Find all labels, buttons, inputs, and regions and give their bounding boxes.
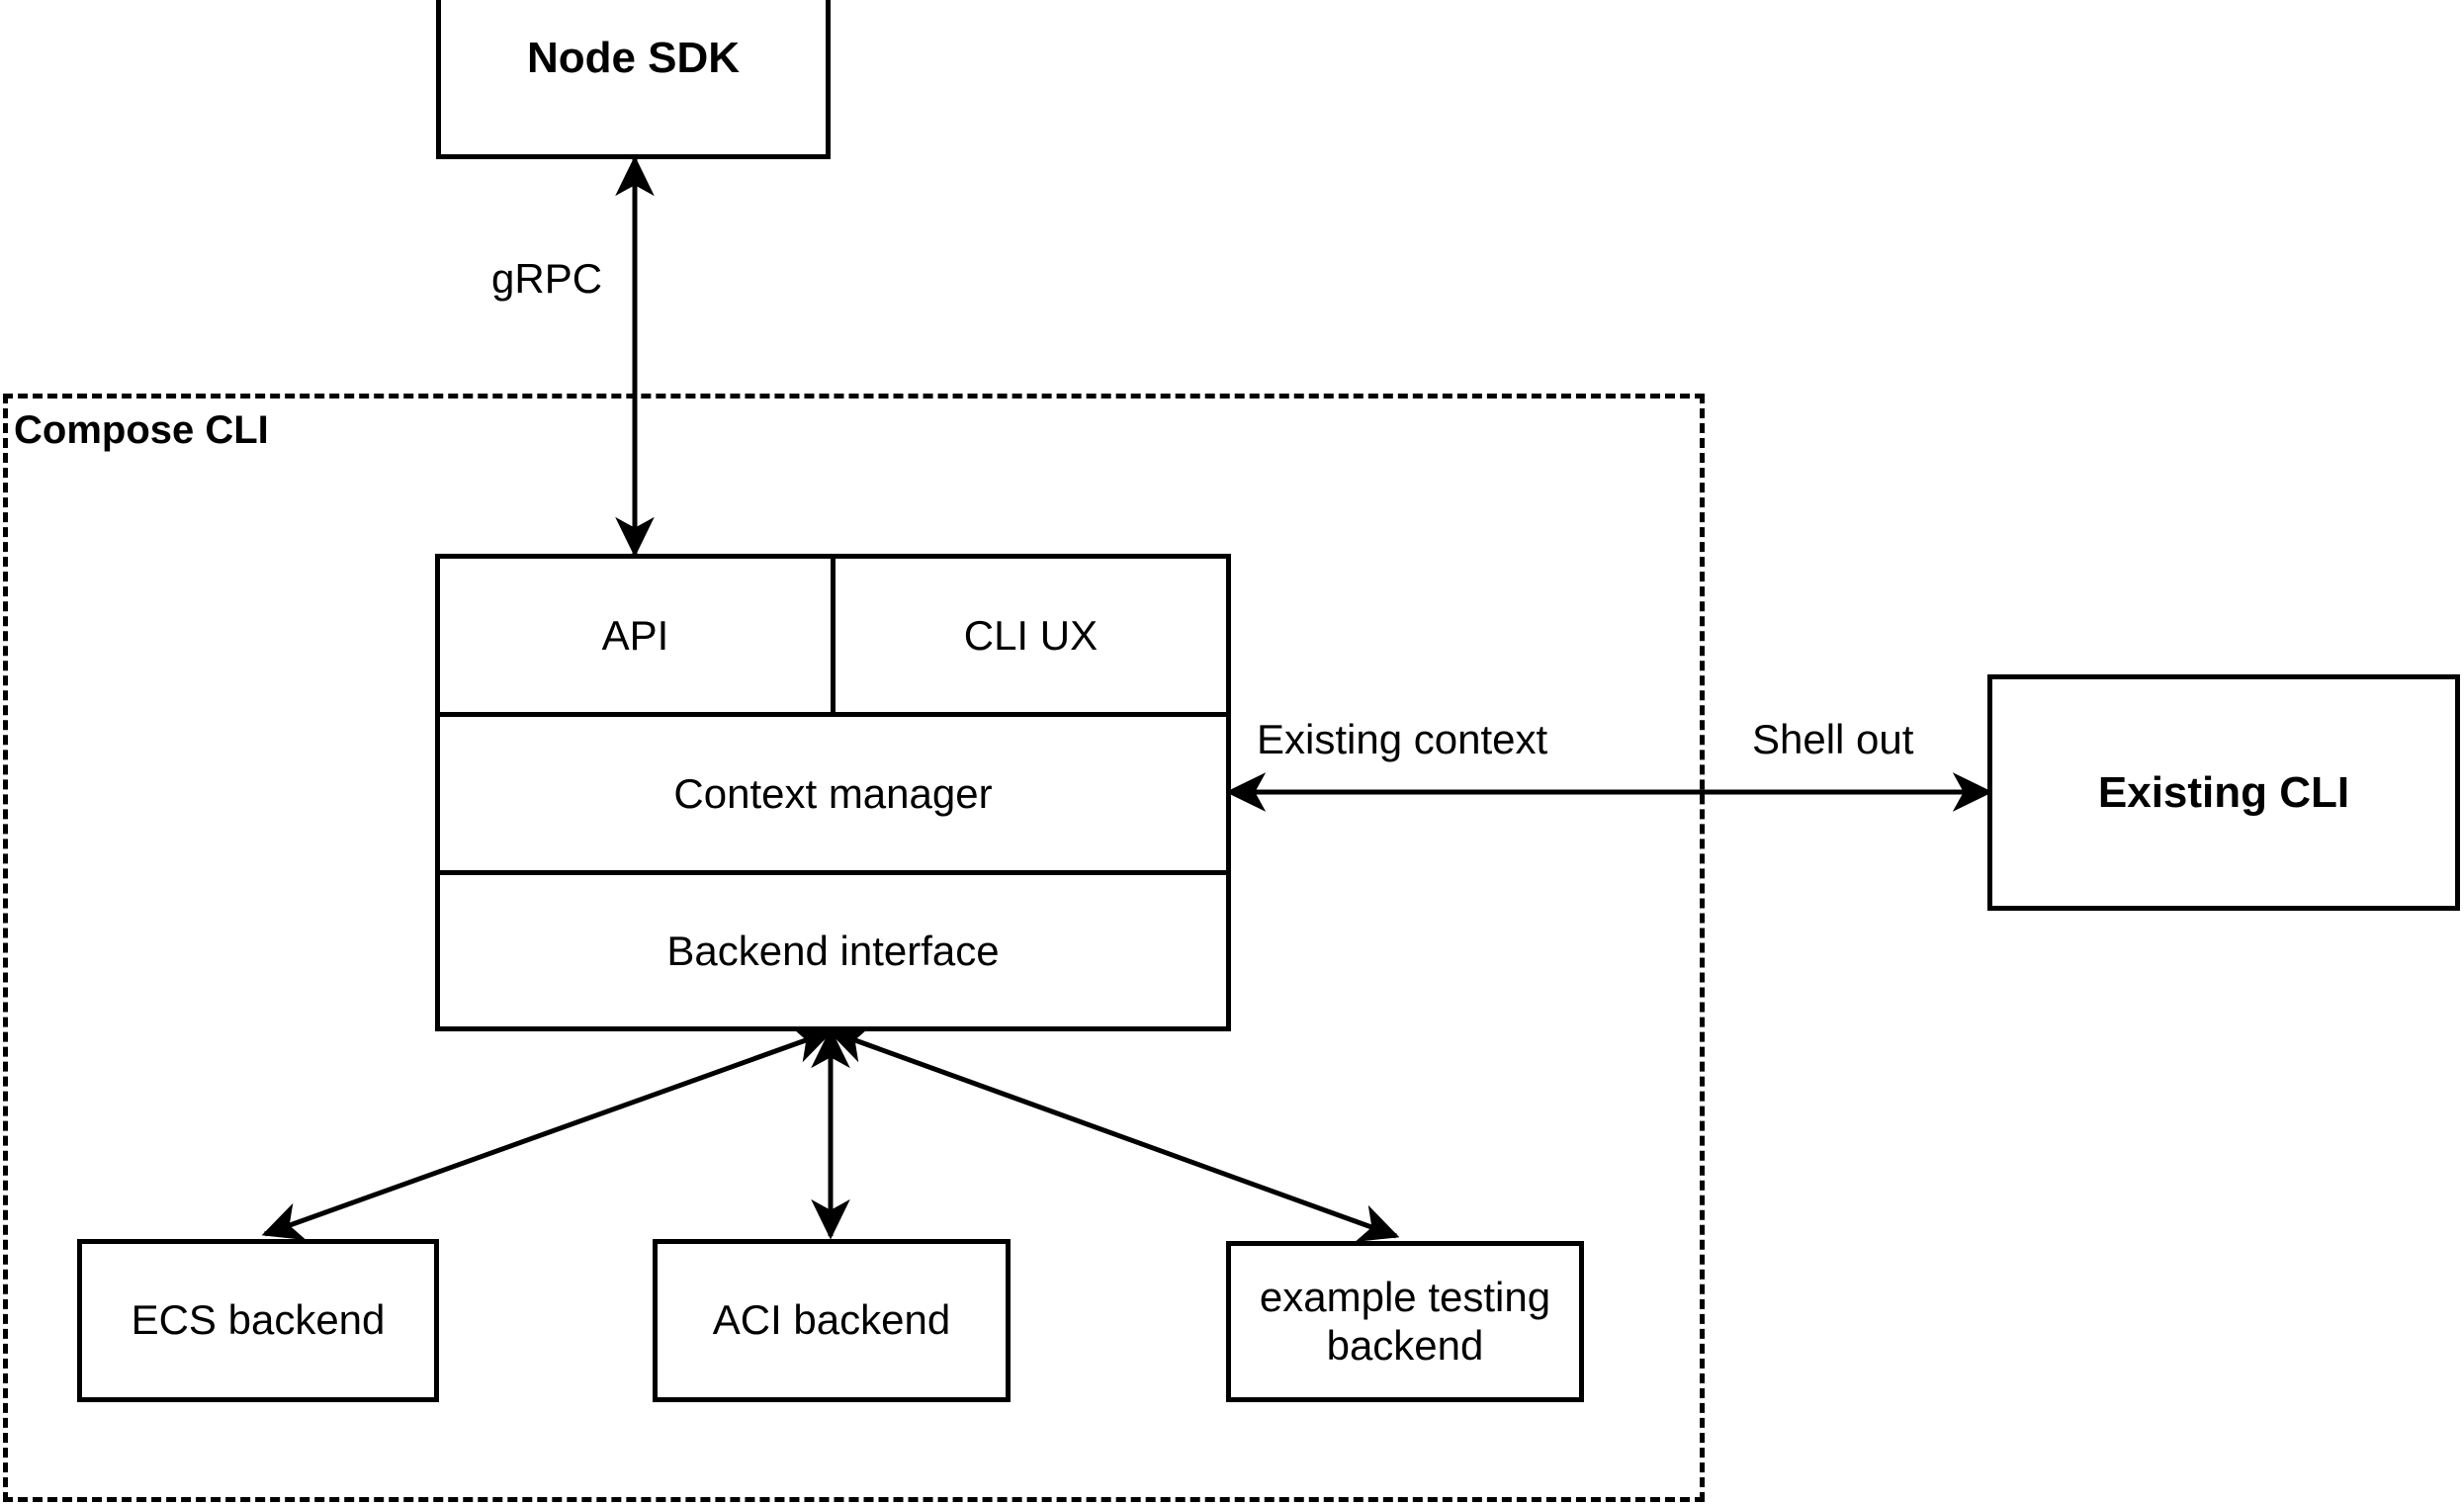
- stack-row-api-cliux: API CLI UX: [440, 559, 1226, 717]
- ecs-backend-label: ECS backend: [131, 1296, 386, 1344]
- cli-ux-label: CLI UX: [963, 611, 1099, 659]
- backend-interface-cell[interactable]: Backend interface: [440, 875, 1226, 1026]
- compose-cli-boundary-label: Compose CLI: [14, 408, 269, 452]
- context-manager-label: Context manager: [673, 769, 993, 817]
- edge-label-existing-context: Existing context: [1257, 716, 1548, 762]
- backend-interface-label: Backend interface: [666, 927, 1000, 974]
- existing-cli-label: Existing CLI: [2097, 767, 2350, 817]
- example-testing-backend-box[interactable]: example testing backend: [1226, 1241, 1584, 1402]
- connector-backend-ecs: [261, 1024, 835, 1241]
- aci-backend-label: ACI backend: [712, 1296, 951, 1344]
- aci-backend-box[interactable]: ACI backend: [653, 1239, 1011, 1402]
- example-testing-backend-label: example testing backend: [1259, 1273, 1551, 1369]
- cli-ux-cell[interactable]: CLI UX: [836, 559, 1226, 712]
- api-label: API: [601, 611, 669, 659]
- stack-row-context-manager: Context manager: [440, 717, 1226, 875]
- compose-cli-component-stack: API CLI UX Context manager Backend inter…: [435, 554, 1231, 1031]
- connector-backend-example: [827, 1025, 1400, 1242]
- edge-label-shell-out: Shell out: [1752, 716, 1914, 762]
- compose-cli-boundary: [3, 394, 1705, 1502]
- ecs-backend-box[interactable]: ECS backend: [77, 1239, 439, 1402]
- stack-row-backend-interface: Backend interface: [440, 875, 1226, 1026]
- api-cell[interactable]: API: [440, 559, 836, 712]
- node-sdk-label: Node SDK: [526, 33, 741, 82]
- edge-label-grpc: gRPC: [491, 255, 603, 302]
- context-manager-cell[interactable]: Context manager: [440, 717, 1226, 870]
- node-sdk-box[interactable]: Node SDK: [436, 0, 831, 159]
- existing-cli-box[interactable]: Existing CLI: [1987, 674, 2460, 911]
